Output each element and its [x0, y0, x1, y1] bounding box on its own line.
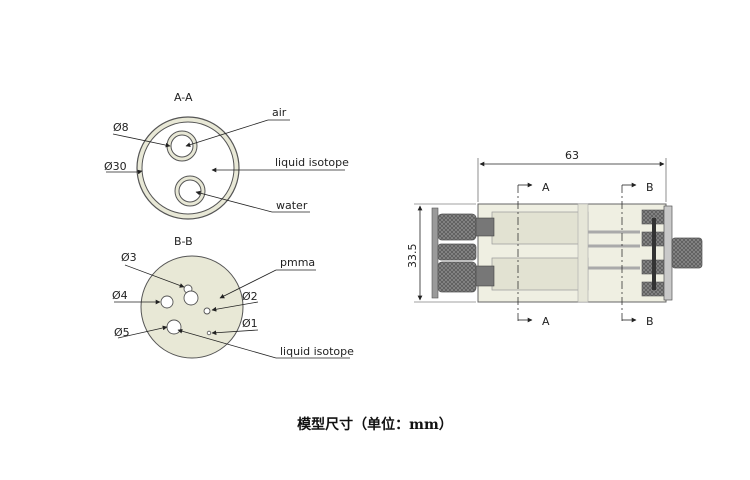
cut-label-a-top: A: [542, 181, 550, 194]
dim-d30: Ø30: [104, 160, 127, 173]
left-knurl-cap-upper: [437, 213, 477, 241]
section-aa-title: A-A: [174, 91, 193, 104]
water-tube-bore: [178, 179, 202, 203]
section-bb-title: B-B: [174, 235, 193, 248]
leader-d8: [112, 133, 171, 148]
dim-length: 63: [565, 149, 579, 162]
label-air: air: [272, 106, 287, 119]
cut-label-b-bottom: B: [646, 315, 654, 328]
hole-d2: [203, 307, 211, 315]
left-knurl-cap-lower: [437, 261, 477, 293]
leader-d5: [117, 325, 168, 339]
dim-d3: Ø3: [121, 251, 137, 264]
leader-liquid-bb: [177, 328, 277, 359]
dim-d5: Ø5: [114, 326, 130, 339]
left-thread-upper: [475, 217, 495, 237]
dim-d8: Ø8: [113, 121, 129, 134]
right-seal: [652, 218, 656, 290]
section-aa: A-A Ø8 Ø30 air liquid isotope water: [104, 91, 349, 220]
dim-d1: Ø1: [242, 317, 258, 330]
leader-water: [195, 190, 273, 213]
leader-d2: [211, 301, 259, 312]
dim-d4: Ø4: [112, 289, 128, 302]
label-water: water: [276, 199, 308, 212]
label-liquid-isotope-bb: liquid isotope: [280, 345, 354, 358]
hole-d5: [166, 319, 182, 335]
dim-d2: Ø2: [242, 290, 258, 303]
leader-air: [185, 119, 269, 147]
left-thread-lower: [475, 265, 495, 287]
internal-tube-upper: [491, 211, 589, 245]
figure-caption: 模型尺寸（单位：mm）: [297, 417, 453, 433]
section-bb: B-B Ø3 Ø4 Ø5 Ø2 Ø1 pmma liquid isotope: [112, 235, 354, 359]
air-tube-bore: [170, 134, 194, 158]
leader-d1: [211, 329, 259, 336]
right-knurl-knob: [671, 237, 703, 269]
leader-d3: [124, 264, 185, 288]
left-flange: [431, 207, 439, 299]
leader-pmma: [219, 269, 277, 299]
hole-d4: [160, 295, 174, 309]
dim-height: 33.5: [406, 244, 419, 269]
internal-tube-lower: [491, 257, 589, 291]
cut-label-b-top: B: [646, 181, 654, 194]
left-knurl-cap-middle: [437, 243, 477, 261]
side-view: A A B B 63 33.5: [406, 149, 703, 328]
label-liquid-isotope-aa: liquid isotope: [275, 156, 349, 169]
label-pmma: pmma: [280, 256, 315, 269]
cut-label-a-bottom: A: [542, 315, 550, 328]
hole-d5-upper: [183, 290, 199, 306]
right-end-plate: [663, 205, 673, 301]
hole-d1: [206, 330, 212, 336]
